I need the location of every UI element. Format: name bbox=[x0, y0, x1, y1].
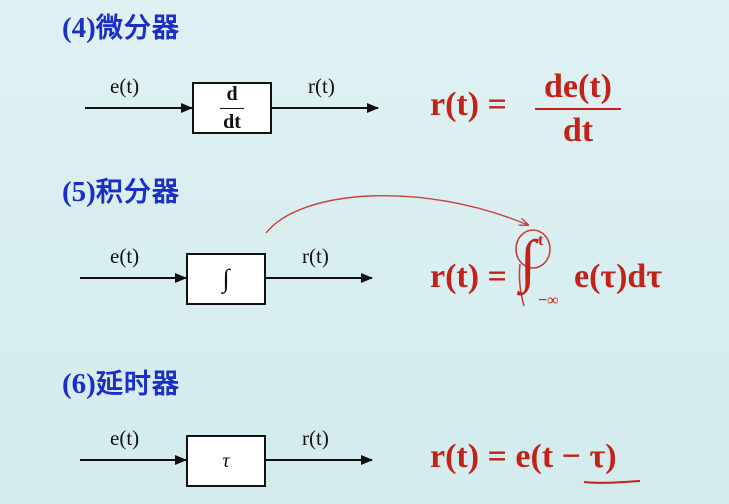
equation-integral-sign: ∫ bbox=[520, 228, 536, 293]
equation-integrator-lhs: r(t) = bbox=[430, 258, 507, 295]
block-fraction: d dt bbox=[220, 84, 244, 132]
output-label-differentiator: r(t) bbox=[308, 74, 335, 98]
input-label-differentiator: e(t) bbox=[110, 74, 140, 98]
integrator-block: ∫ bbox=[186, 253, 266, 305]
heading-delay: (6)延时器 bbox=[62, 362, 180, 401]
heading-number: (5) bbox=[62, 176, 96, 208]
equation-differentiator-fraction: de(t) dt bbox=[535, 70, 621, 148]
differentiator-block: d dt bbox=[192, 82, 272, 134]
fraction-numerator: d bbox=[226, 83, 238, 105]
annotation-underline bbox=[583, 480, 641, 484]
equation-numerator: de(t) bbox=[544, 68, 612, 105]
tau-symbol: τ bbox=[222, 449, 230, 472]
input-label-integrator: e(t) bbox=[110, 244, 140, 268]
heading-title: 延时器 bbox=[95, 369, 180, 400]
heading-differentiator: (4)微分器 bbox=[62, 6, 180, 45]
heading-number: (6) bbox=[62, 368, 96, 400]
output-label-integrator: r(t) bbox=[302, 244, 329, 268]
heading-title: 积分器 bbox=[95, 177, 180, 208]
integral-symbol: ∫ bbox=[222, 264, 230, 293]
fraction-bar bbox=[220, 108, 244, 109]
fraction-denominator: dt bbox=[223, 111, 241, 133]
equation-fraction-bar bbox=[535, 108, 621, 110]
equation-lower-limit: −∞ bbox=[538, 292, 559, 309]
delay-block: τ bbox=[186, 435, 266, 487]
equation-integrand: e(τ)dτ bbox=[574, 258, 662, 295]
annotation-circle-tail bbox=[518, 263, 525, 307]
equation-upper-limit: t bbox=[538, 232, 544, 249]
annotation-circle bbox=[515, 229, 551, 269]
equation-differentiator-lhs: r(t) = bbox=[430, 86, 507, 123]
heading-title: 微分器 bbox=[95, 13, 180, 44]
equation-denominator: dt bbox=[562, 112, 594, 149]
output-label-delay: r(t) bbox=[302, 426, 329, 450]
heading-integrator: (5)积分器 bbox=[62, 170, 180, 209]
heading-number: (4) bbox=[62, 12, 96, 44]
equation-delay: r(t) = e(t − τ) bbox=[430, 438, 617, 475]
input-label-delay: e(t) bbox=[110, 426, 140, 450]
annotation-arc bbox=[265, 194, 528, 234]
